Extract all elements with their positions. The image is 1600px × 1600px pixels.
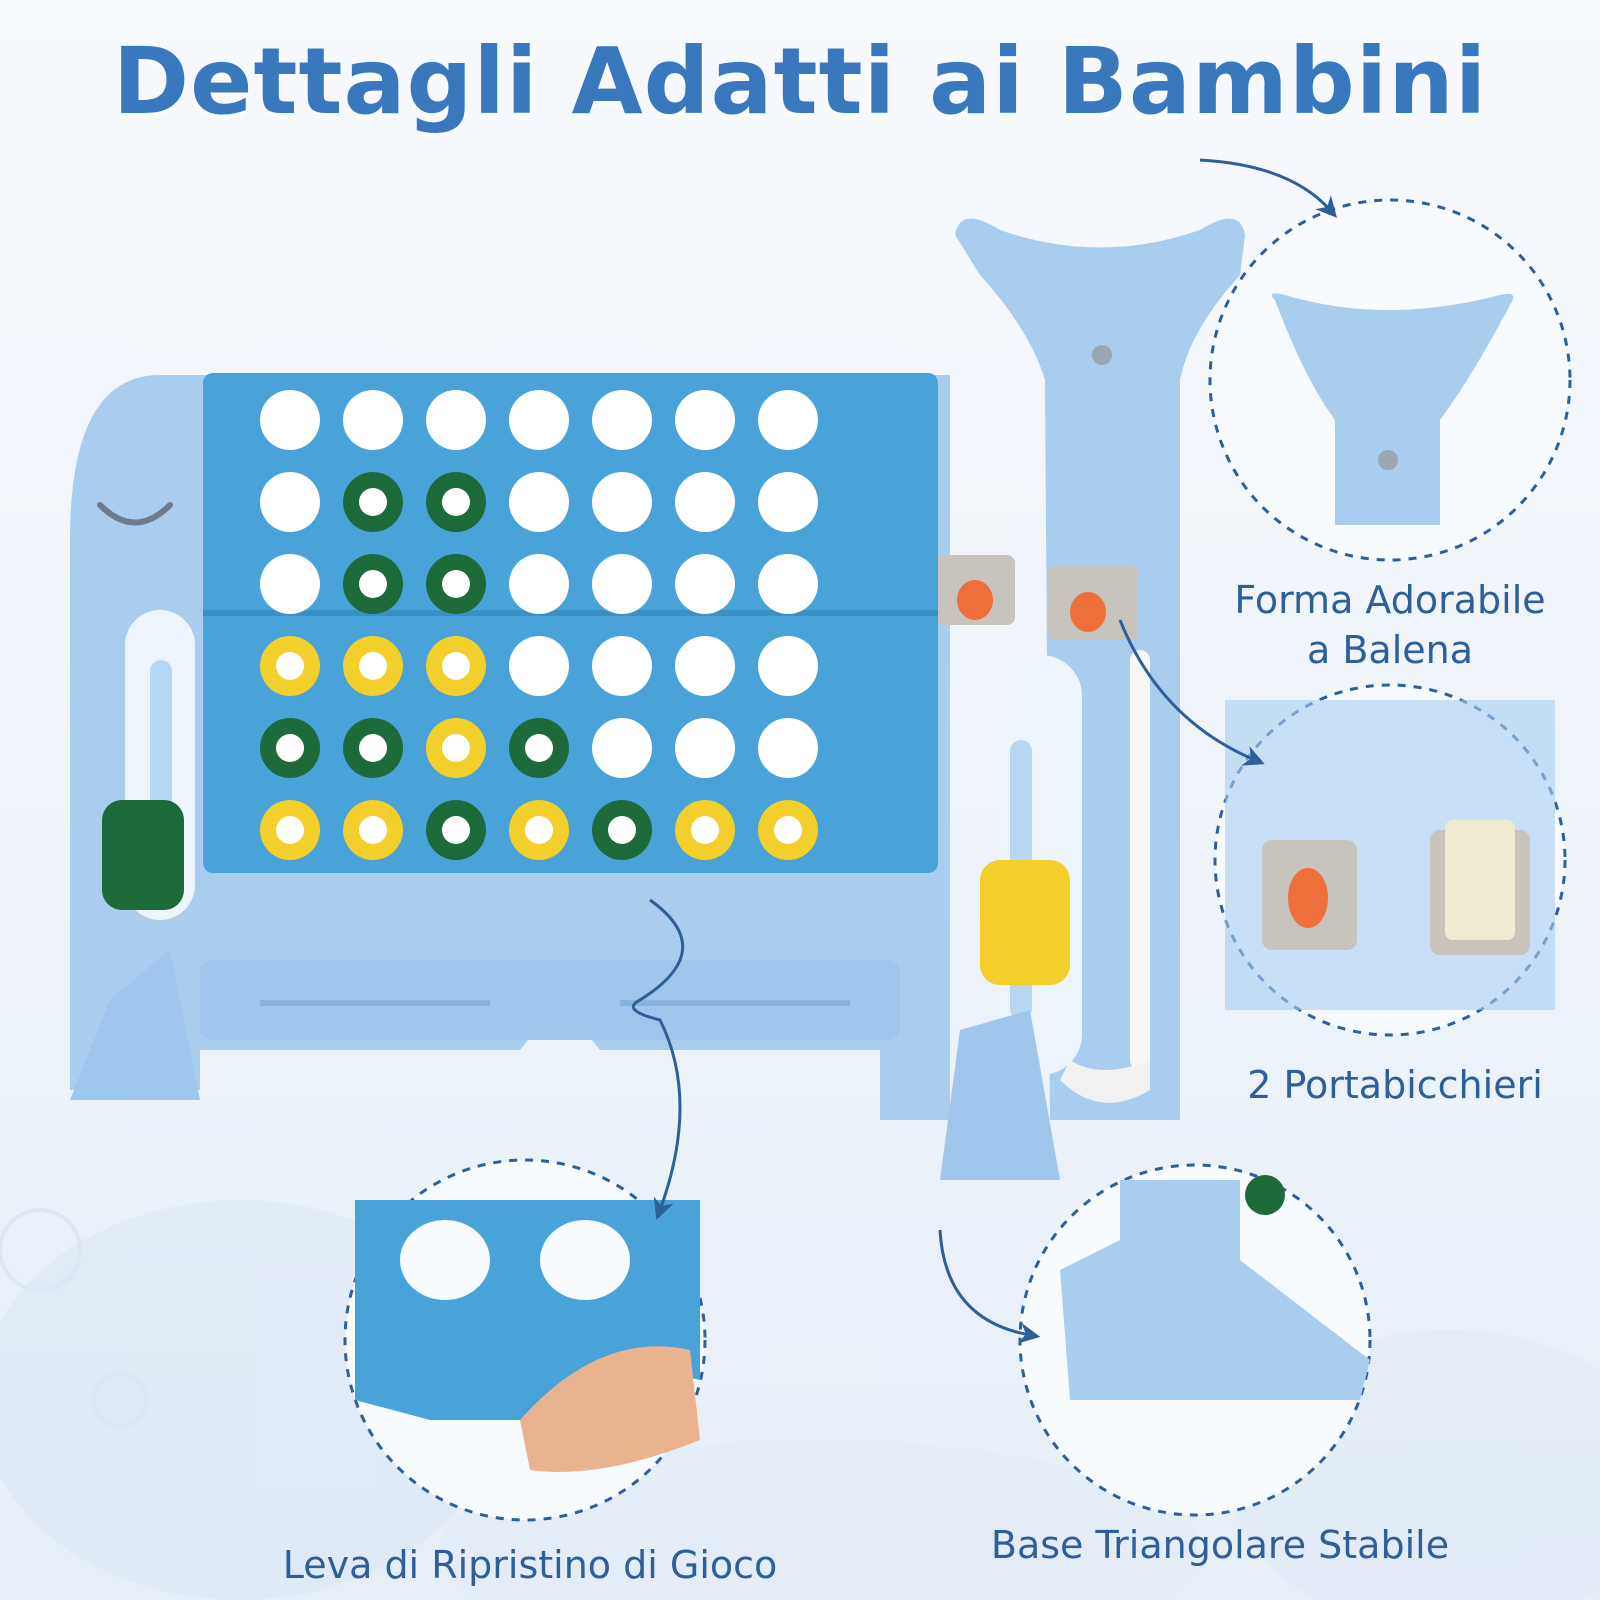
disc-hole xyxy=(442,570,470,598)
page-title: Dettagli Adatti ai Bambini xyxy=(112,28,1488,135)
empty-cell xyxy=(260,554,320,614)
empty-cell xyxy=(592,390,652,450)
caption-whale-shape: Forma Adorabile a Balena xyxy=(1200,575,1580,675)
disc-hole xyxy=(442,488,470,516)
callout-arrows xyxy=(631,158,1337,1344)
disc-hole xyxy=(525,816,553,844)
empty-cell xyxy=(509,390,569,450)
disc-hole xyxy=(276,652,304,680)
callout-whale-shape xyxy=(1208,198,1572,562)
disc-hole xyxy=(359,652,387,680)
empty-cell xyxy=(758,390,818,450)
empty-cell xyxy=(260,390,320,450)
disc-hole xyxy=(442,816,470,844)
empty-cell xyxy=(509,636,569,696)
empty-cell xyxy=(592,472,652,532)
empty-cell xyxy=(675,718,735,778)
disc-hole xyxy=(359,816,387,844)
empty-cell xyxy=(260,472,320,532)
callout-cup-holders xyxy=(1213,683,1567,1037)
empty-cell xyxy=(675,636,735,696)
disc-hole xyxy=(774,816,802,844)
callout-reset-lever xyxy=(343,1158,707,1522)
empty-cell xyxy=(509,554,569,614)
caption-reset-lever: Leva di Ripristino di Gioco xyxy=(282,1543,778,1587)
disc-hole xyxy=(359,488,387,516)
empty-cell xyxy=(592,718,652,778)
empty-cell xyxy=(758,554,818,614)
connect-four-board xyxy=(203,373,938,873)
empty-cell xyxy=(509,472,569,532)
disc-hole xyxy=(442,652,470,680)
caption-triangular-base: Base Triangolare Stabile xyxy=(990,1523,1450,1567)
callout-triangular-base xyxy=(1018,1163,1372,1517)
caption-cup-holders: 2 Portabicchieri xyxy=(1247,1063,1543,1107)
caption-whale-line1: Forma Adorabile xyxy=(1234,578,1546,622)
empty-cell xyxy=(675,472,735,532)
disc-hole xyxy=(608,816,636,844)
empty-cell xyxy=(758,718,818,778)
board-cells xyxy=(260,390,818,860)
disc-hole xyxy=(276,734,304,762)
disc-hole xyxy=(359,734,387,762)
disc-hole xyxy=(276,816,304,844)
disc-hole xyxy=(525,734,553,762)
empty-cell xyxy=(758,636,818,696)
disc-hole xyxy=(442,734,470,762)
caption-whale-line2: a Balena xyxy=(1306,628,1474,672)
empty-cell xyxy=(675,554,735,614)
disc-hole xyxy=(359,570,387,598)
empty-cell xyxy=(343,390,403,450)
empty-cell xyxy=(592,554,652,614)
disc-hole xyxy=(691,816,719,844)
cup-holder-icon xyxy=(935,555,1138,640)
empty-cell xyxy=(675,390,735,450)
empty-cell xyxy=(426,390,486,450)
empty-cell xyxy=(758,472,818,532)
empty-cell xyxy=(592,636,652,696)
